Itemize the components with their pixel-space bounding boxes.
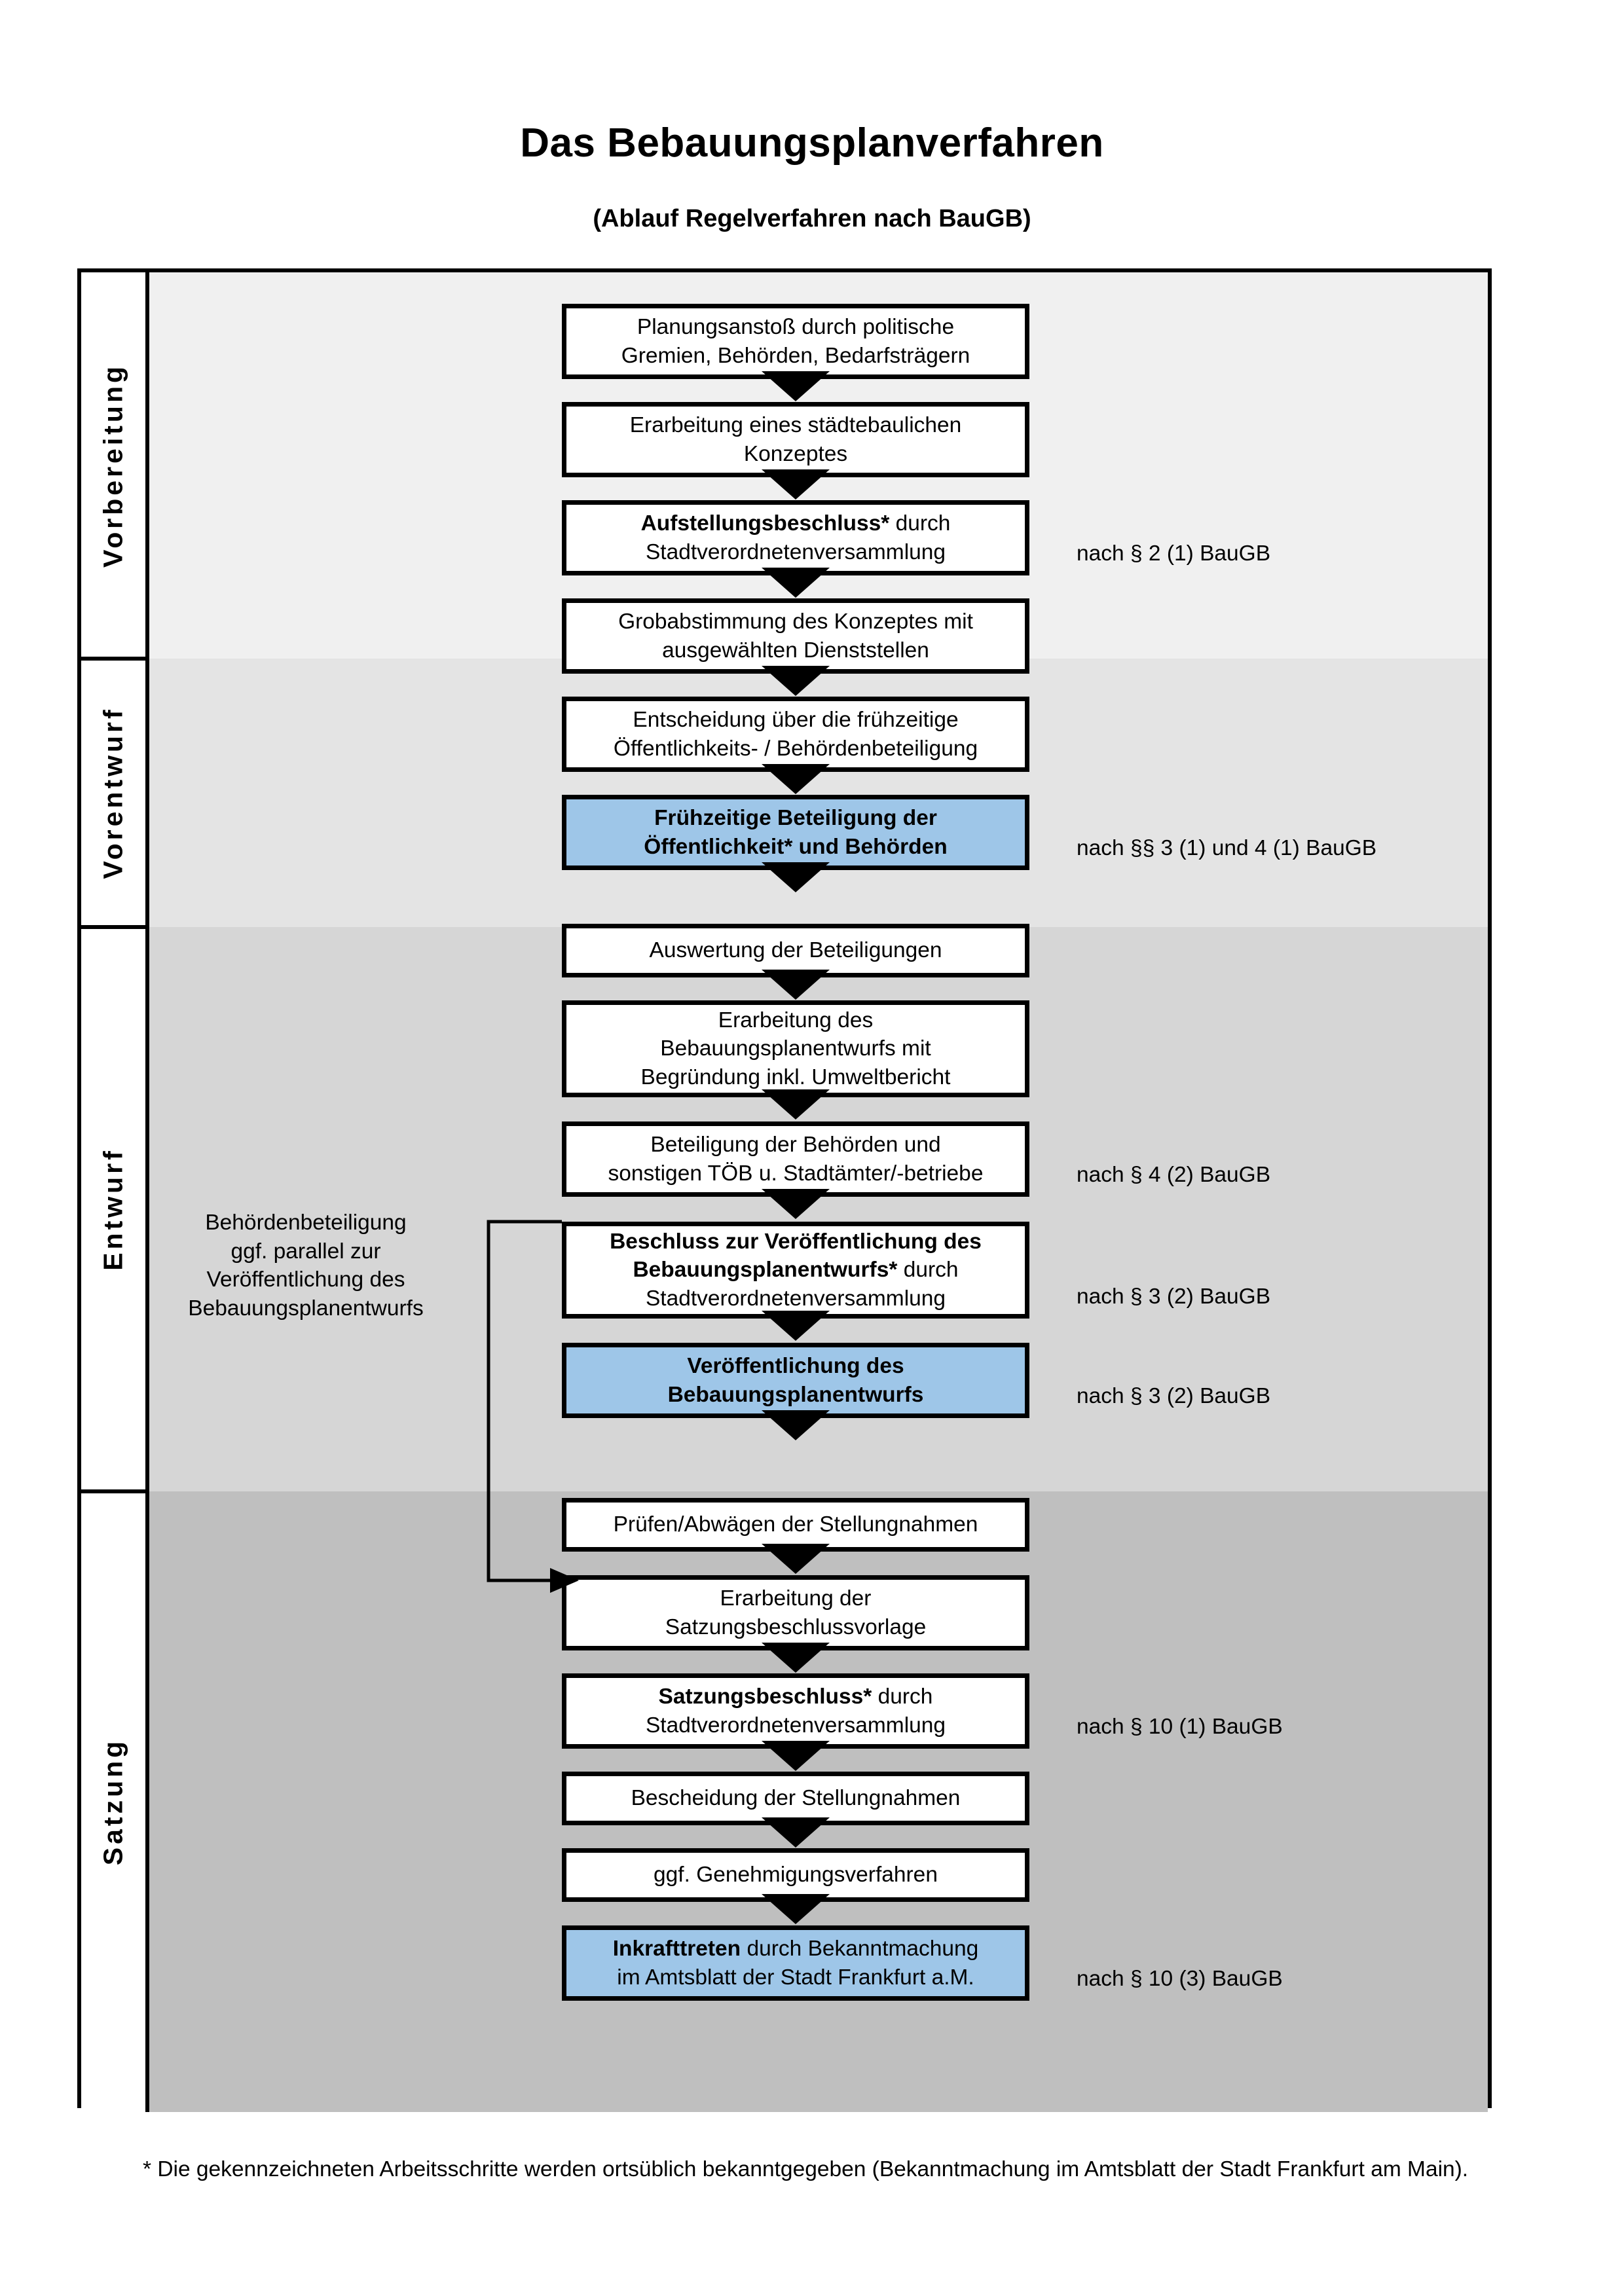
flow-arrow-down bbox=[762, 469, 830, 500]
step-text-line: ggf. Genehmigungsverfahren bbox=[654, 1863, 938, 1887]
phase-divider bbox=[81, 925, 149, 929]
step-text-line: Veröffentlichung des bbox=[687, 1353, 904, 1378]
step-text-line: Erarbeitung des bbox=[718, 1008, 874, 1032]
flow-arrow-down bbox=[762, 970, 830, 1000]
step-text-line: Aufstellungsbeschluss* durch bbox=[640, 511, 951, 536]
step-text-line: im Amtsblatt der Stadt Frankfurt a.M. bbox=[617, 1965, 974, 1990]
step-text-line: Auswertung der Beteiligungen bbox=[649, 938, 942, 963]
step-text-line: Stadtverordnetenversammlung bbox=[645, 1713, 946, 1738]
parallel-path-connector bbox=[487, 1220, 579, 1593]
step-text-line: Beteiligung der Behörden und bbox=[650, 1132, 941, 1157]
ref-veroeffentlichung-entwurf: nach § 3 (2) BauGB bbox=[1077, 1384, 1271, 1408]
step-label: Grobabstimmung des Konzeptes mit ausgewäh… bbox=[618, 608, 973, 665]
phase-divider bbox=[81, 1489, 149, 1493]
flowchart-frame: Vorbereitung Vorentwurf Entwurf Satzung … bbox=[77, 268, 1492, 2112]
step-box-genehmigungsverfahren[interactable]: ggf. Genehmigungsverfahren bbox=[562, 1848, 1029, 1902]
step-text-line: Bebauungsplanentwurfs mit bbox=[660, 1036, 931, 1061]
step-label: Bescheidung der Stellungnahmen bbox=[631, 1784, 961, 1813]
step-label: Inkrafttreten durch Bekanntmachung im Amt… bbox=[613, 1935, 979, 1992]
flow-arrow-down bbox=[762, 1089, 830, 1120]
step-text-line: Beschluss zur Veröffentlichung des bbox=[610, 1229, 982, 1254]
flow-arrow-down bbox=[762, 1643, 830, 1673]
step-text-line: Öffentlichkeit* und Behörden bbox=[644, 834, 948, 859]
step-text-line: Bebauungsplanentwurfs bbox=[667, 1382, 924, 1407]
flow-arrow-down bbox=[762, 764, 830, 794]
step-text-line: Frühzeitige Beteiligung der bbox=[654, 805, 937, 830]
step-text-line: Bescheidung der Stellungnahmen bbox=[631, 1786, 961, 1811]
flow-arrow-down bbox=[762, 1817, 830, 1848]
flow-arrow-down bbox=[762, 1544, 830, 1574]
step-label: Auswertung der Beteiligungen bbox=[650, 936, 942, 965]
step-label: Beteiligung der Behörden und sonstigen TÖ… bbox=[608, 1131, 984, 1188]
flow-arrow-down bbox=[762, 1189, 830, 1219]
ref-aufstellungsbeschluss: nach § 2 (1) BauGB bbox=[1077, 541, 1271, 566]
step-text-line: Gremien, Behörden, Bedarfsträgern bbox=[621, 343, 970, 368]
page-subtitle: (Ablauf Regelverfahren nach BauGB) bbox=[593, 205, 1031, 232]
ref-beteiligung-behoerden: nach § 4 (2) BauGB bbox=[1077, 1163, 1271, 1187]
step-text-line: Stadtverordnetenversammlung bbox=[645, 1286, 946, 1311]
flow-arrow-down bbox=[762, 568, 830, 598]
flow-arrow-down bbox=[762, 1741, 830, 1771]
step-text-line: sonstigen TÖB u. Stadtämter/-betriebe bbox=[608, 1161, 984, 1186]
step-label: Prüfen/Abwägen der Stellungnahmen bbox=[614, 1510, 978, 1539]
step-box-pruefen-abwaegen[interactable]: Prüfen/Abwägen der Stellungnahmen bbox=[562, 1498, 1029, 1552]
phase-column-satzung: Satzung bbox=[81, 1491, 149, 2112]
step-text-line: Bebauungsplanentwurfs* durch bbox=[633, 1258, 959, 1283]
phase-divider bbox=[81, 657, 149, 661]
step-label: ggf. Genehmigungsverfahren bbox=[654, 1861, 938, 1889]
ref-satzungsbeschluss: nach § 10 (1) BauGB bbox=[1077, 1715, 1283, 1739]
side-note-line: Behördenbeteiligung bbox=[205, 1211, 407, 1235]
phase-column-vorbereitung: Vorbereitung bbox=[81, 272, 149, 659]
side-note-line: Veröffentlichung des bbox=[206, 1267, 405, 1292]
step-text-line: ausgewählten Dienststellen bbox=[662, 638, 929, 663]
step-text-line: Konzeptes bbox=[743, 441, 848, 466]
phase-column-vorentwurf: Vorentwurf bbox=[81, 659, 149, 927]
step-text-line: Erarbeitung der bbox=[720, 1586, 872, 1611]
flow-arrow-down bbox=[762, 371, 830, 401]
side-note-line: ggf. parallel zur bbox=[231, 1239, 381, 1264]
step-text-line: Begründung inkl. Umweltbericht bbox=[640, 1065, 951, 1089]
ref-inkrafttreten: nach § 10 (3) BauGB bbox=[1077, 1967, 1283, 1991]
step-text-line: Grobabstimmung des Konzeptes mit bbox=[618, 609, 973, 634]
step-text-line: Öffentlichkeits- / Behördenbeteiligung bbox=[613, 736, 978, 761]
step-text-line: Prüfen/Abwägen der Stellungnahmen bbox=[613, 1512, 978, 1537]
step-box-inkrafttreten[interactable]: Inkrafttreten durch Bekanntmachung im Amt… bbox=[562, 1925, 1029, 2001]
phase-column-entwurf: Entwurf bbox=[81, 927, 149, 1491]
flow-arrow-down bbox=[762, 862, 830, 892]
footnote: * Die gekennzeichneten Arbeitsschritte w… bbox=[143, 2157, 1469, 2181]
step-text-line: Satzungsbeschlussvorlage bbox=[665, 1614, 927, 1639]
step-box-auswertung-beteiligungen[interactable]: Auswertung der Beteiligungen bbox=[562, 924, 1029, 977]
side-note-line: Bebauungsplanentwurfs bbox=[188, 1296, 424, 1321]
step-text-line: Satzungsbeschluss* durch bbox=[658, 1684, 933, 1709]
page-title: Das Bebauungsplanverfahren bbox=[520, 120, 1104, 166]
step-text-line: Planungsanstoß durch politische bbox=[637, 314, 955, 339]
flow-arrow-down bbox=[762, 1410, 830, 1440]
ref-beschluss-veroeffentlichung: nach § 3 (2) BauGB bbox=[1077, 1285, 1271, 1309]
ref-fruehzeitige-beteiligung: nach §§ 3 (1) und 4 (1) BauGB bbox=[1077, 836, 1377, 860]
flow-arrow-down bbox=[762, 1311, 830, 1341]
flow-arrow-down bbox=[762, 1894, 830, 1924]
step-text-line: Erarbeitung eines städtebaulichen bbox=[629, 412, 962, 437]
flow-arrow-down bbox=[762, 666, 830, 696]
step-text-line: Entscheidung über die frühzeitige bbox=[633, 707, 959, 732]
step-text-line: Inkrafttreten durch Bekanntmachung bbox=[612, 1936, 979, 1961]
step-text-line: Stadtverordnetenversammlung bbox=[645, 539, 946, 564]
step-box-beteiligung-behoerden[interactable]: Beteiligung der Behörden und sonstigen TÖ… bbox=[562, 1121, 1029, 1197]
